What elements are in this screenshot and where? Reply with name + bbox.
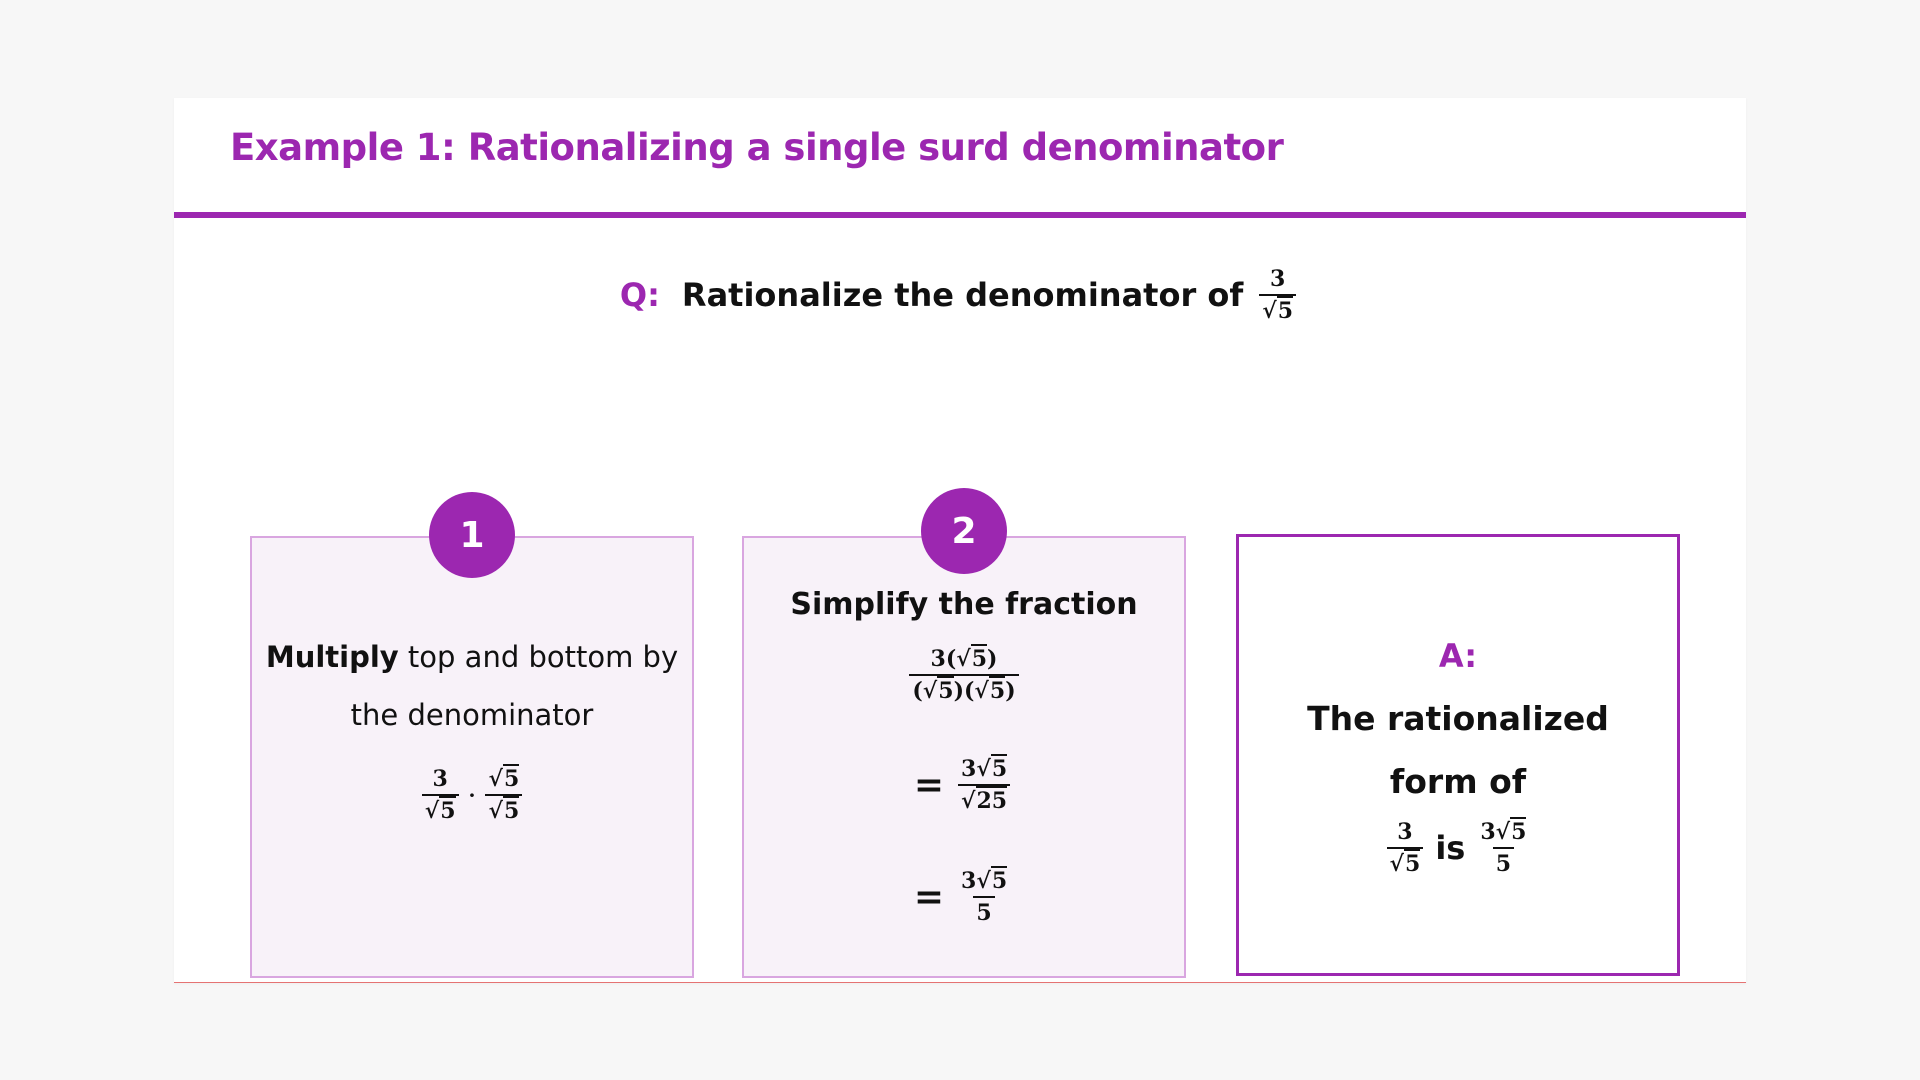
- question-label: Q:: [619, 276, 660, 314]
- slide-title: Example 1: Rationalizing a single surd d…: [230, 126, 1284, 169]
- sqrt-expression: √5: [1262, 296, 1294, 324]
- question-row: Q: Rationalize the denominator of 3 √5: [174, 266, 1746, 324]
- question-text: Rationalize the denominator of: [681, 276, 1244, 314]
- answer-box: A: The rationalized form of 3 √5 is 3√5 …: [1236, 534, 1680, 976]
- step-1-text: Multiply top and bottom by the denominat…: [265, 640, 679, 732]
- answer-expression: 3 √5 is 3√5 5: [1239, 817, 1677, 877]
- fraction-numerator: 3: [1270, 266, 1286, 292]
- step-2-badge: 2: [921, 488, 1007, 574]
- step-1-badge: 1: [429, 492, 515, 578]
- step-2-line-1: 3(√5) (√5)(√5): [744, 644, 1184, 704]
- step-2-line-2: = 3√5 √25: [744, 754, 1184, 814]
- step-1-bold: Multiply: [265, 640, 399, 674]
- answer-label: A:: [1438, 637, 1478, 675]
- step-1-expression: 3 √5 · √5 √5: [252, 764, 692, 824]
- step-2-line-3: = 3√5 5: [913, 866, 1008, 926]
- answer-is: is: [1435, 829, 1466, 867]
- answer-text: The rationalized form of: [1307, 699, 1609, 801]
- step-2-heading: Simplify the fraction: [790, 587, 1138, 622]
- title-divider: [174, 212, 1746, 218]
- slide-card: Example 1: Rationalizing a single surd d…: [174, 98, 1746, 983]
- question-fraction: 3 √5: [1255, 266, 1300, 324]
- step-1-box: 1 Multiply top and bottom by the denomin…: [250, 492, 694, 978]
- step-2-box: 2 Simplify the fraction 3(√5) (√5)(√5) =…: [742, 488, 1186, 978]
